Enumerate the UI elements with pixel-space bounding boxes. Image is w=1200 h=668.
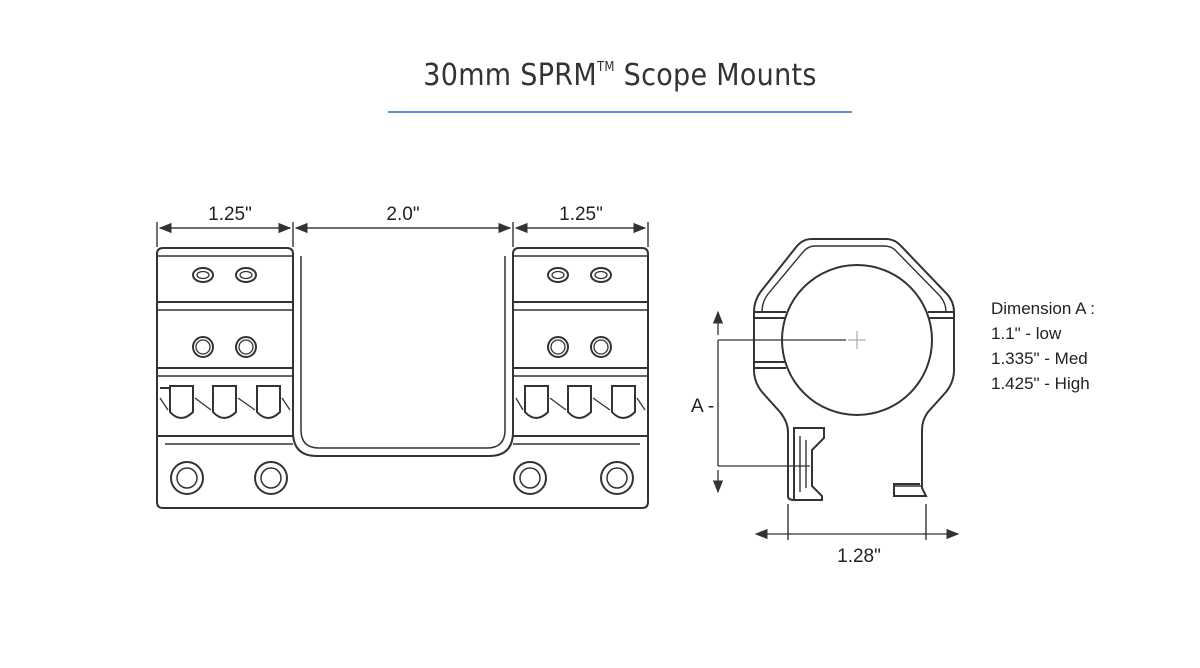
base-width-label: 1.28" [837,546,881,567]
gap-width-label: 2.0" [386,204,419,225]
right-ring-width-label: 1.25" [559,204,603,225]
dimension-a-option-med: 1.335" - Med [991,349,1088,368]
dimension-a-legend: Dimension A : 1.1" - low 1.335" - Med 1.… [991,296,1095,396]
left-ring-width-label: 1.25" [208,204,252,225]
title-suffix: Scope Mounts [614,58,817,93]
title-underline [388,111,852,113]
dimension-a-label: A - [691,396,714,417]
dimension-a-option-low: 1.1" - low [991,324,1062,343]
dimension-a-heading: Dimension A : [991,299,1095,318]
title-main: 30mm SPRM [423,58,597,93]
diagram-title: 30mm SPRMTM Scope Mounts [388,58,852,93]
dimension-a-option-high: 1.425" - High [991,374,1090,393]
trademark-mark: TM [596,60,615,75]
